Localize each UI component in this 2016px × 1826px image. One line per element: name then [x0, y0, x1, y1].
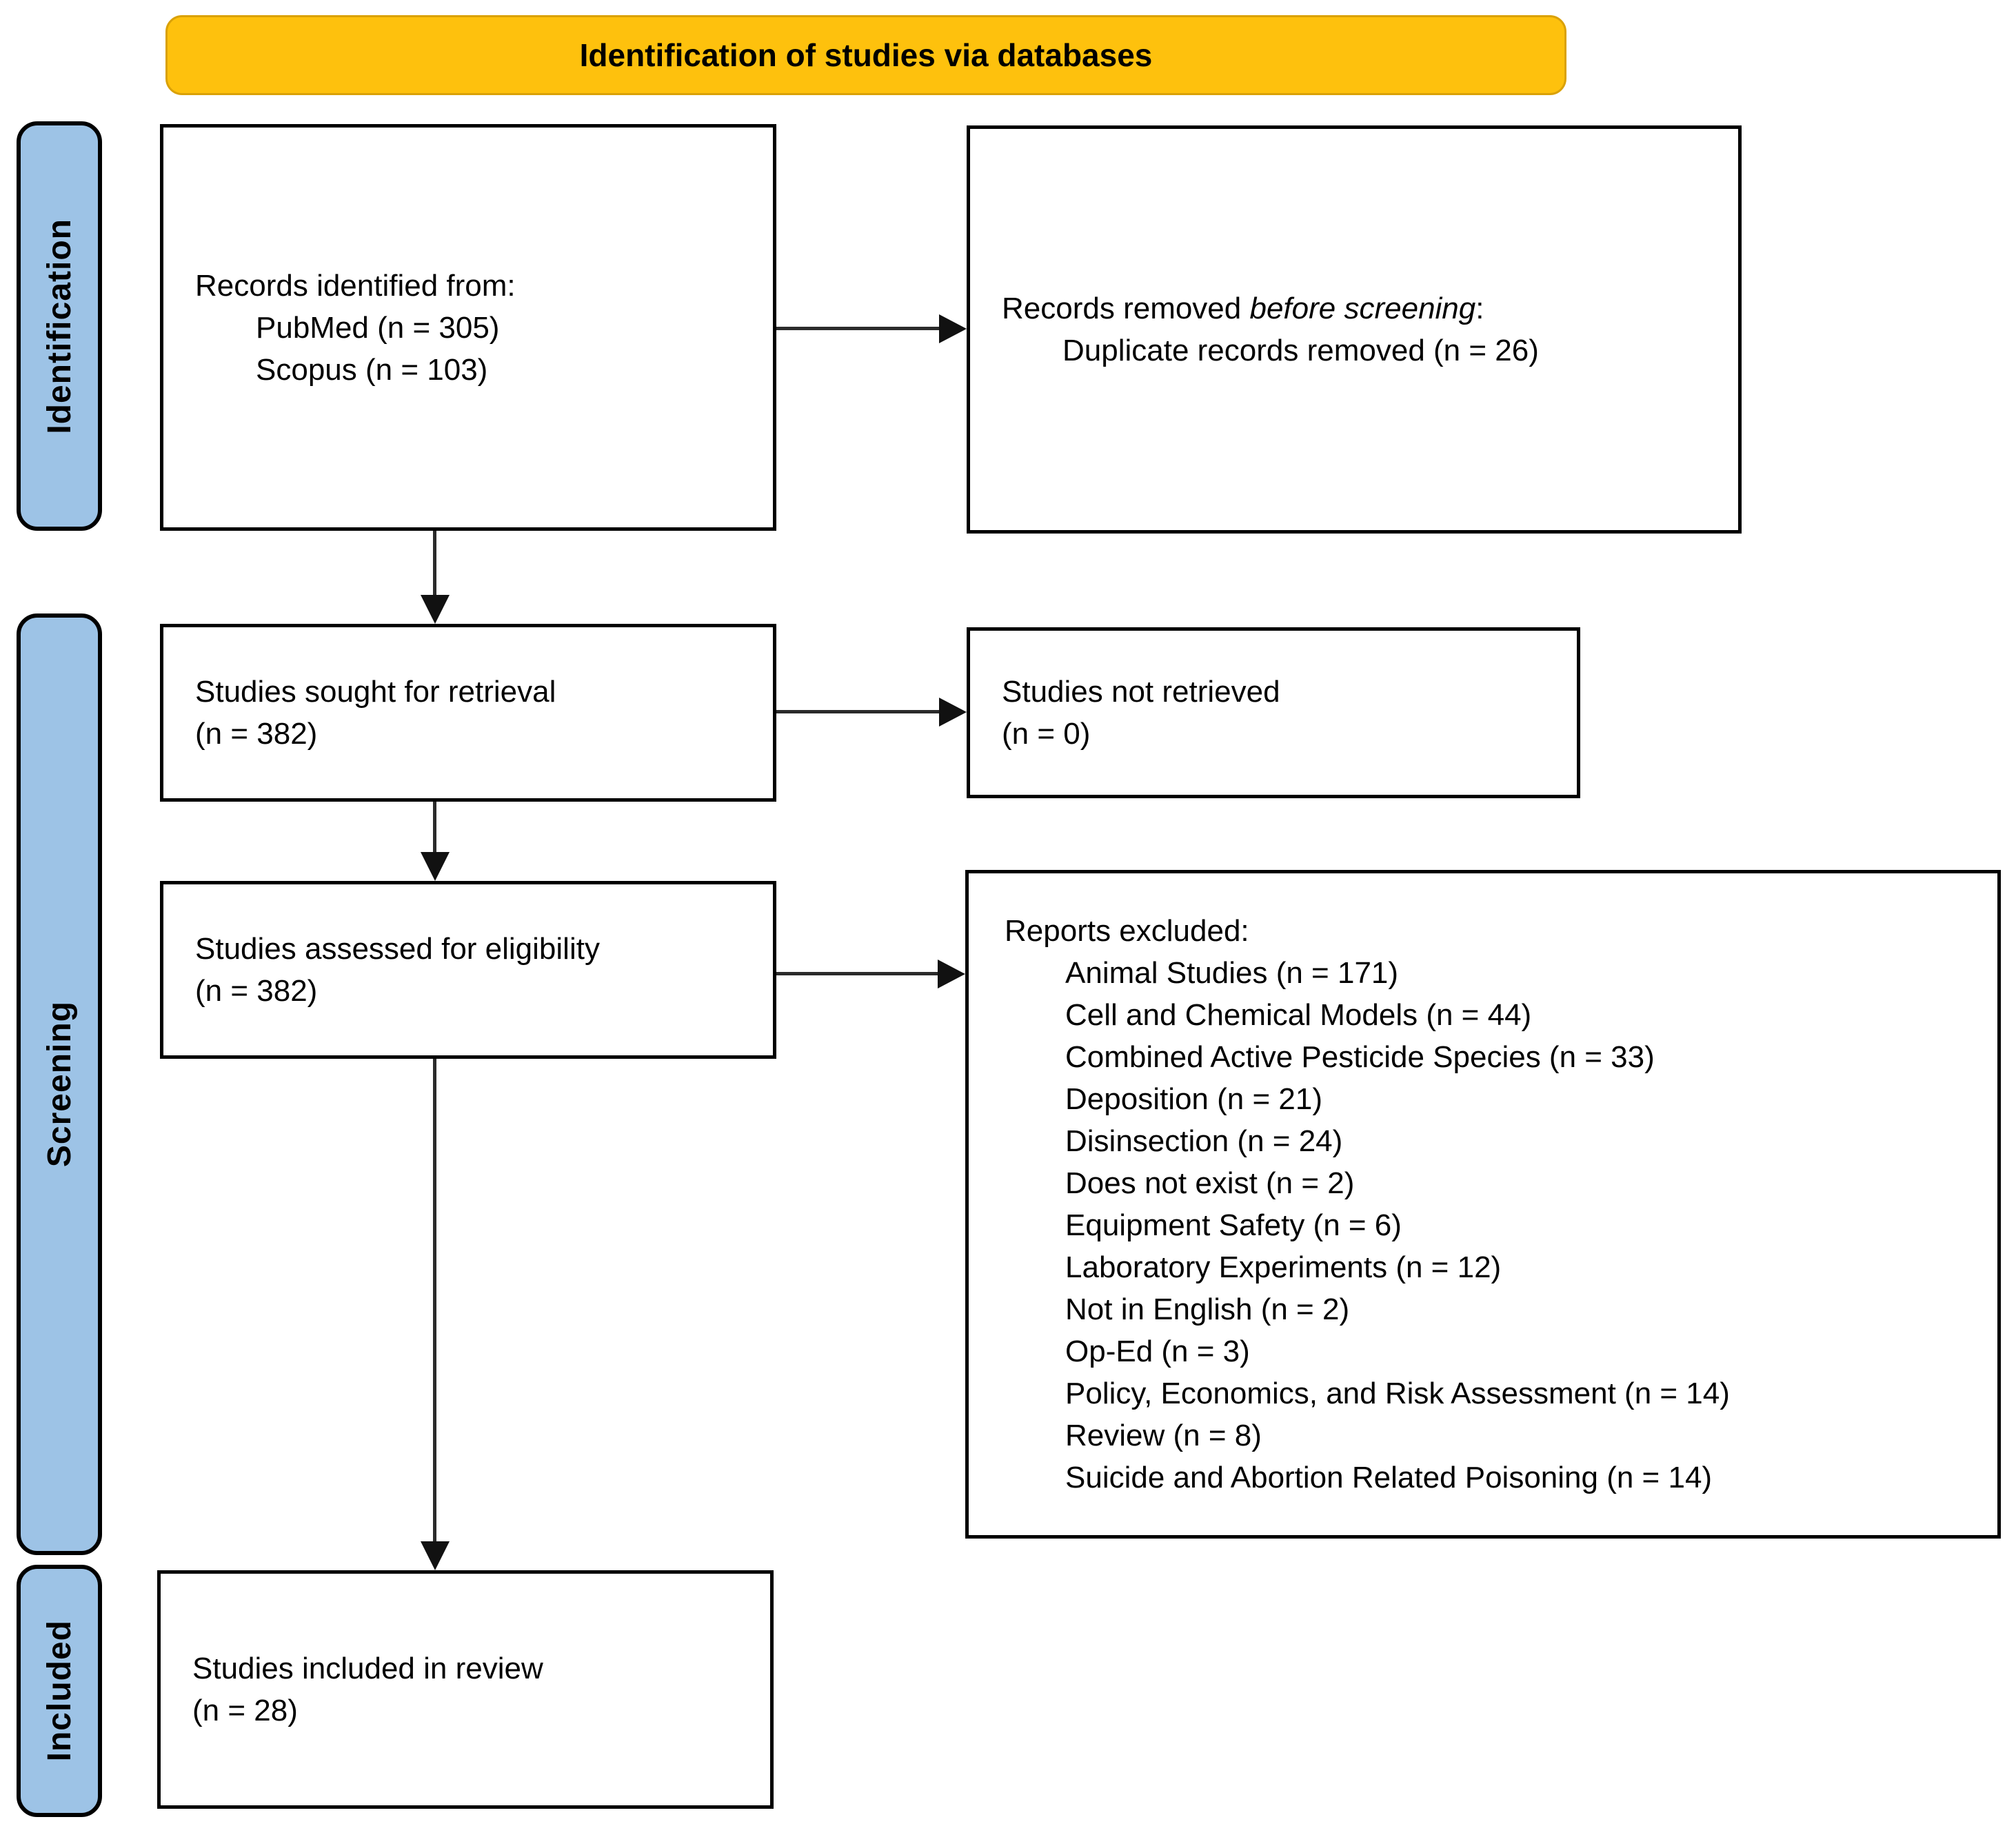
box-reports-excluded-items: Animal Studies (n = 171) Cell and Chemica…: [1005, 952, 1730, 1499]
box-studies-not-retrieved: Studies not retrieved (n = 0): [967, 627, 1580, 798]
list-item: Deposition (n = 21): [1065, 1082, 1322, 1116]
box-records-identified-items: PubMed (n = 305) Scopus (n = 103): [195, 307, 499, 391]
box-studies-not-retrieved-line1: Studies not retrieved: [1002, 675, 1280, 709]
list-item: Policy, Economics, and Risk Assessment (…: [1065, 1377, 1730, 1410]
records-removed-italic: before screening: [1249, 292, 1476, 325]
box-studies-assessed: Studies assessed for eligibility (n = 38…: [160, 881, 776, 1059]
arrow-line: [776, 327, 942, 330]
arrow-line: [776, 710, 942, 713]
list-item: Suicide and Abortion Related Poisoning (…: [1065, 1461, 1713, 1494]
stage-label-included: Included: [41, 1620, 78, 1762]
box-records-removed-title: Records removed before screening:: [1002, 287, 1484, 329]
arrow-head-icon: [421, 595, 450, 624]
box-studies-included-line1: Studies included in review: [192, 1652, 543, 1685]
box-studies-sought-line2: (n = 382): [195, 717, 318, 751]
box-records-removed-items: Duplicate records removed (n = 26): [1002, 329, 1539, 372]
arrow-line: [433, 531, 436, 597]
list-item: Cell and Chemical Models (n = 44): [1065, 998, 1532, 1032]
list-item: Review (n = 8): [1065, 1419, 1262, 1452]
list-item: Disinsection (n = 24): [1065, 1124, 1343, 1158]
stage-bar-screening: Screening: [17, 613, 102, 1555]
list-item: Op-Ed (n = 3): [1065, 1335, 1250, 1368]
stage-label-identification: Identification: [41, 218, 78, 434]
banner-title: Identification of studies via databases: [579, 37, 1153, 73]
box-studies-assessed-line1: Studies assessed for eligibility: [195, 932, 600, 966]
box-studies-included: Studies included in review (n = 28): [157, 1570, 774, 1809]
box-studies-included-line2: (n = 28): [192, 1694, 298, 1727]
banner: Identification of studies via databases: [165, 15, 1566, 95]
box-reports-excluded-header: Reports excluded:: [1005, 914, 1249, 948]
list-item: Animal Studies (n = 171): [1065, 956, 1399, 990]
arrow-line: [433, 1059, 436, 1543]
box-studies-not-retrieved-line2: (n = 0): [1002, 717, 1091, 751]
box-studies-assessed-line2: (n = 382): [195, 974, 318, 1008]
stage-bar-identification: Identification: [17, 121, 102, 531]
records-removed-prefix: Records removed: [1002, 292, 1250, 325]
list-item: Scopus (n = 103): [256, 352, 488, 387]
arrow-head-icon: [938, 960, 965, 988]
arrow-head-icon: [421, 1541, 450, 1570]
list-item: Combined Active Pesticide Species (n = 3…: [1065, 1040, 1655, 1074]
stage-label-screening: Screening: [41, 1001, 78, 1168]
stage-bar-included: Included: [17, 1565, 102, 1817]
list-item: Does not exist (n = 2): [1065, 1166, 1355, 1200]
records-removed-suffix: :: [1475, 292, 1484, 325]
arrow-head-icon: [421, 852, 450, 881]
arrow-head-icon: [939, 314, 967, 343]
list-item: Duplicate records removed (n = 26): [1062, 334, 1539, 367]
arrow-line: [433, 802, 436, 854]
box-studies-sought-line1: Studies sought for retrieval: [195, 675, 556, 709]
arrow-head-icon: [939, 698, 967, 727]
box-records-removed: Records removed before screening: Duplic…: [967, 125, 1742, 534]
box-studies-sought: Studies sought for retrieval (n = 382): [160, 624, 776, 802]
list-item: PubMed (n = 305): [256, 310, 500, 345]
list-item: Equipment Safety (n = 6): [1065, 1208, 1402, 1242]
arrow-line: [776, 972, 940, 975]
box-records-identified-title: Records identified from:: [195, 268, 516, 303]
list-item: Laboratory Experiments (n = 12): [1065, 1250, 1502, 1284]
list-item: Not in English (n = 2): [1065, 1292, 1350, 1326]
box-reports-excluded: Reports excluded: Animal Studies (n = 17…: [965, 870, 2001, 1539]
box-records-identified: Records identified from: PubMed (n = 305…: [160, 124, 776, 531]
